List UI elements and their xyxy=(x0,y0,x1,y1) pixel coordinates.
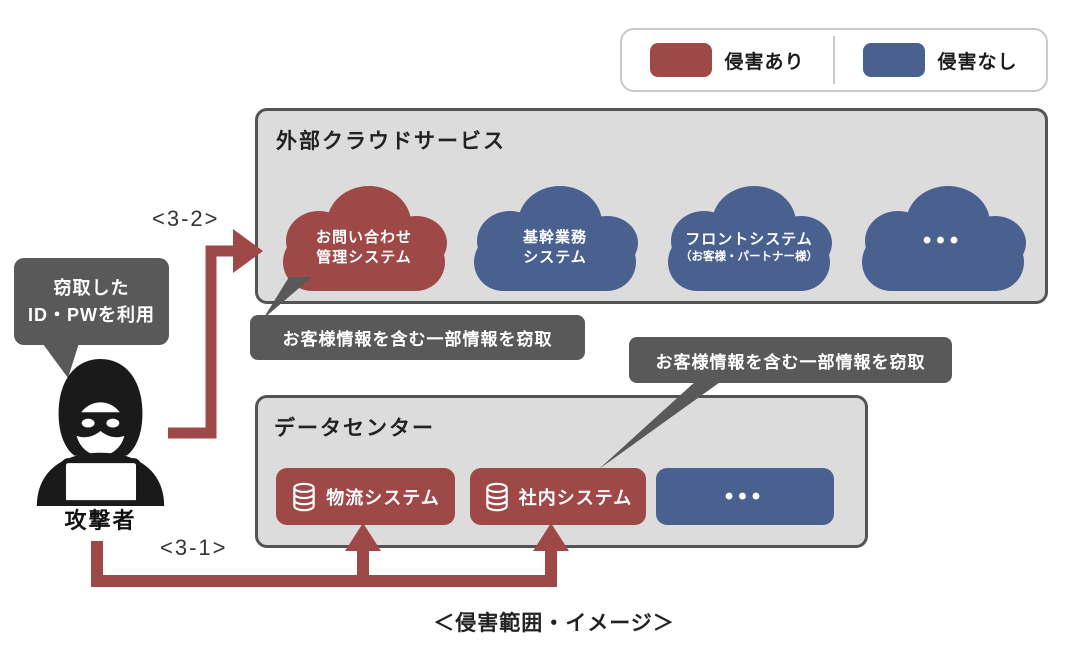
datacenter-title: データセンター xyxy=(274,417,435,440)
logistics-system-box: 物流システム xyxy=(276,468,455,525)
legend-item-safe: 侵害なし xyxy=(835,43,1046,77)
legend-divider xyxy=(833,36,835,84)
external-cloud-panel: 外部クラウドサービス お問い合わせ 管理システム xyxy=(255,108,1048,304)
step-3-1-label: <3-1> xyxy=(160,535,228,560)
attacker-speech-bubble: 窃取した ID・PWを利用 xyxy=(14,258,169,345)
cloud-inquiry-system: お問い合わせ 管理システム xyxy=(269,177,459,291)
other-systems-box: ••• xyxy=(656,468,834,525)
hacker-icon xyxy=(36,358,165,507)
diagram-caption: ＜侵害範囲・イメージ＞ xyxy=(433,612,675,635)
cloud-front-label: フロントシステム （お客様・パートナー様） xyxy=(680,231,818,264)
internal-system-box: 社内システム xyxy=(470,468,646,525)
legend-item-compromised: 侵害あり xyxy=(622,43,833,77)
cloud-shape-safe xyxy=(668,186,832,291)
compromised-swatch xyxy=(650,43,713,77)
datacenter-panel: データセンター 物流システム 社内システム ••• xyxy=(255,395,868,548)
cloud-shape-safe xyxy=(862,186,1026,291)
logistics-system-label: 物流システム xyxy=(326,487,440,508)
cloud-theft-callout: お客様情報を含む一部情報を窃取 xyxy=(250,315,585,360)
attack-arrow-3-2 xyxy=(168,229,263,439)
cloud-front-system: フロントシステム （お客様・パートナー様） xyxy=(654,177,844,291)
safe-label: 侵害なし xyxy=(937,51,1018,73)
database-icon xyxy=(486,482,508,511)
cloud-inquiry-label: お問い合わせ 管理システム xyxy=(315,228,412,266)
cloud-others-label: ••• xyxy=(922,226,964,254)
database-icon xyxy=(293,482,315,511)
compromised-label: 侵害あり xyxy=(724,51,805,73)
cloud-core-label: 基幹業務 システム xyxy=(522,228,587,266)
legend: 侵害あり 侵害なし xyxy=(620,28,1048,92)
internal-system-label: 社内システム xyxy=(518,487,633,508)
external-cloud-title: 外部クラウドサービス xyxy=(276,130,506,153)
cloud-shape-safe xyxy=(474,186,638,291)
cloud-others: ••• xyxy=(848,177,1038,291)
datacenter-theft-callout: お客様情報を含む一部情報を窃取 xyxy=(629,337,952,383)
attacker-label: 攻撃者 xyxy=(64,508,137,533)
cloud-shape-compromised xyxy=(283,186,447,291)
safe-swatch xyxy=(863,43,926,77)
cloud-core-system: 基幹業務 システム xyxy=(460,177,650,291)
attacker-icon xyxy=(33,356,168,507)
step-3-2-label: <3-2> xyxy=(152,206,220,231)
other-systems-label: ••• xyxy=(724,482,766,510)
